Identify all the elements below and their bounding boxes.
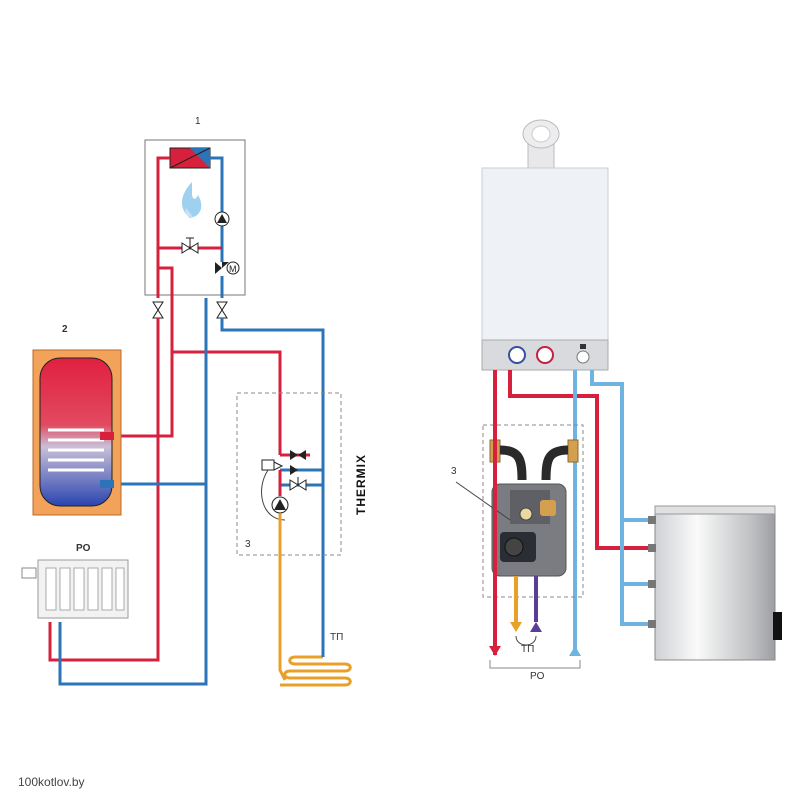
pump-icon	[214, 211, 230, 227]
mixing-valve-icon	[261, 450, 306, 475]
storage-tank	[648, 505, 782, 661]
floor-heating-coil	[280, 648, 352, 687]
mixer-box	[482, 424, 584, 598]
left-scheme: 1	[21, 116, 368, 687]
flue-pipe	[522, 119, 560, 171]
thermix-label: THERMIX	[354, 454, 368, 515]
flame-icon	[181, 182, 202, 218]
shutoff-valve-icon	[152, 301, 164, 319]
shutoff-valve-icon	[216, 301, 228, 319]
radiator-label: PO	[76, 543, 91, 554]
heat-exchanger-icon	[169, 147, 211, 169]
hot-water-tank	[32, 349, 122, 516]
thermix-box	[236, 392, 342, 556]
bypass-valve-icon	[181, 237, 199, 254]
right-scheme: 3 ТП PO	[451, 119, 782, 682]
mixer-unit	[491, 483, 567, 577]
tank-number: 2	[62, 324, 68, 335]
floor-heating-label: ТП	[330, 632, 343, 643]
mixer-number: 3	[245, 539, 251, 550]
bypass-valve-icon	[289, 477, 307, 491]
boiler-unit	[481, 167, 609, 371]
radiator-icon	[21, 559, 129, 619]
mixer-number-right: 3	[451, 466, 457, 477]
floor-heating-label-right: ТП	[521, 644, 534, 655]
radiator-label-right: PO	[530, 671, 545, 682]
boiler-number: 1	[195, 116, 201, 127]
svg-text:M: M	[229, 264, 237, 274]
three-way-valve-icon: M	[215, 261, 240, 275]
watermark-text: 100kotlov.by	[18, 775, 85, 789]
pump-icon	[271, 496, 289, 514]
